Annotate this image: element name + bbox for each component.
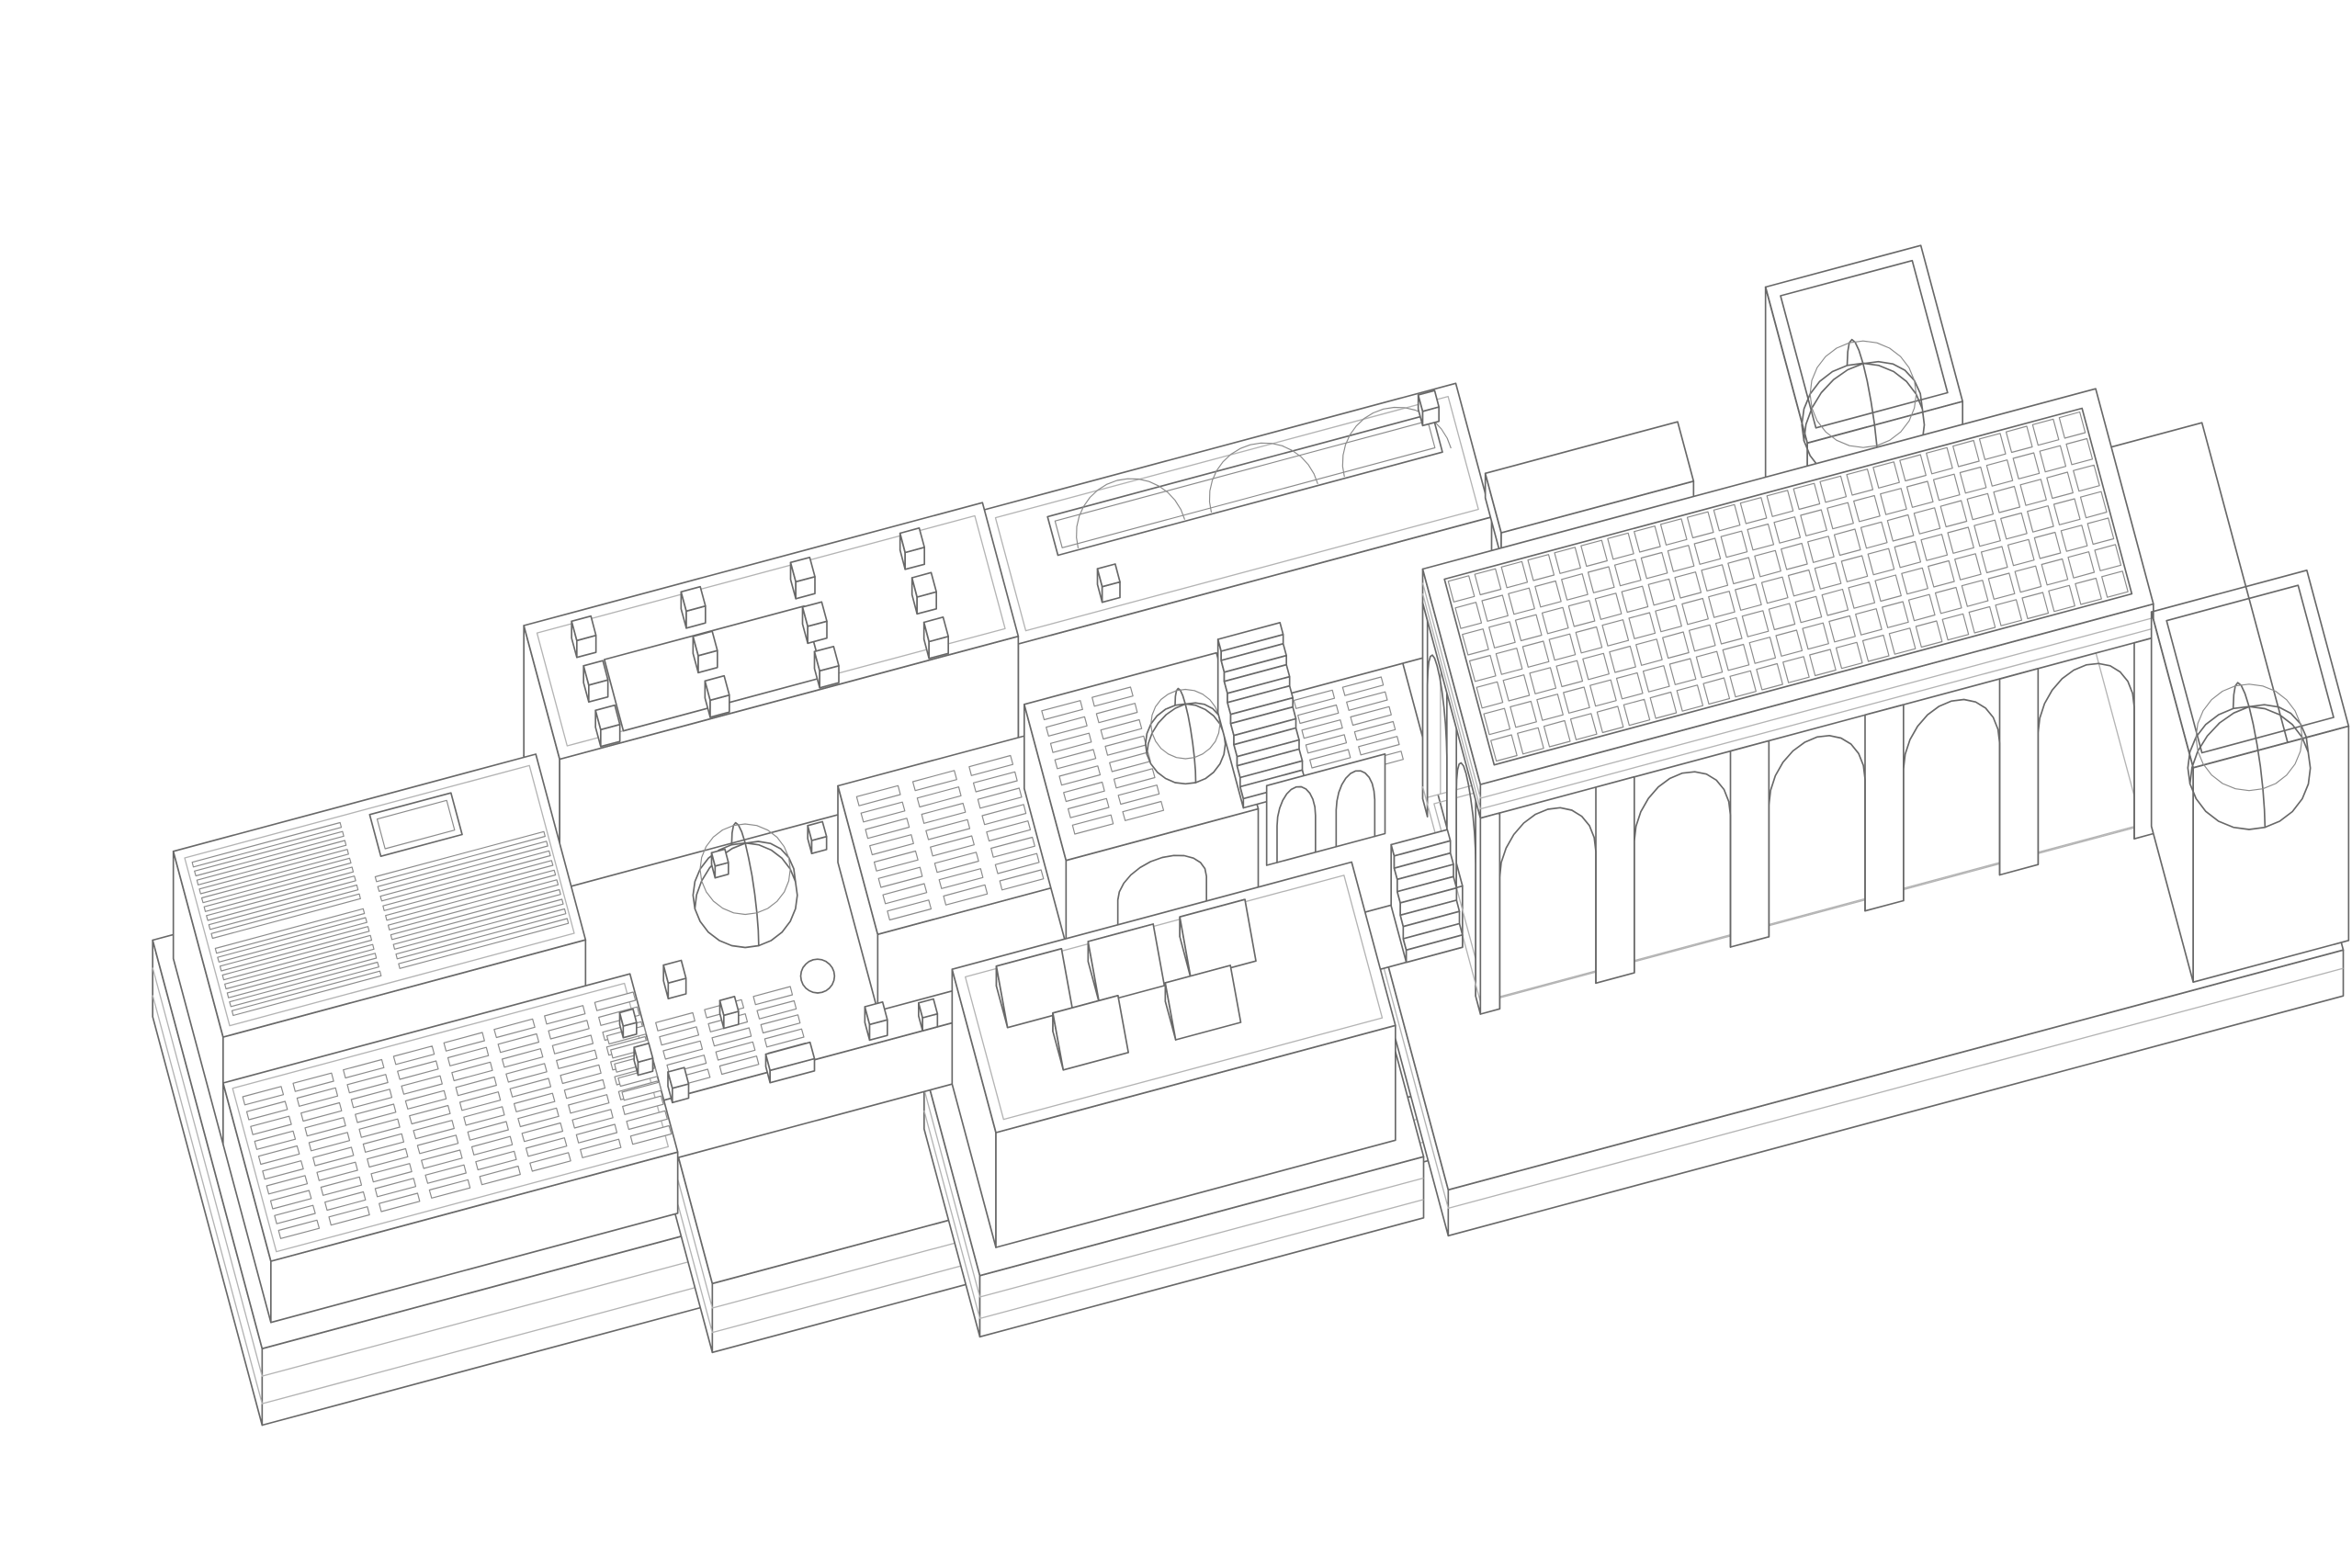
roof-hatch-door xyxy=(368,792,463,858)
roof-cube-grid xyxy=(571,526,949,748)
tower-front-dome xyxy=(2187,682,2312,830)
arch-portal xyxy=(1265,752,1386,866)
left-terrace-louvers xyxy=(242,991,673,1239)
tower-front xyxy=(2150,569,2350,984)
terrace-circle xyxy=(799,958,836,994)
hall-cornice xyxy=(1421,582,2154,1003)
roof-vault-arcs xyxy=(1076,406,1452,548)
stairs-north xyxy=(1216,622,1306,809)
left-roof-hatch-a xyxy=(191,821,361,940)
room-east-roof-louvers xyxy=(1041,686,1165,835)
terrace-dome xyxy=(692,821,798,949)
room-arch xyxy=(1116,854,1208,931)
hall-front-arcade xyxy=(1479,637,2154,1015)
roof-cubes-back xyxy=(1096,389,1441,604)
stairs-front xyxy=(1390,829,1464,964)
skylight-strip xyxy=(1046,412,1443,557)
hall-waffle-roof xyxy=(1443,407,2133,766)
roof-monitors xyxy=(995,898,1257,1071)
left-roof-hatch-c xyxy=(374,830,570,969)
left-roof-hatch-b xyxy=(214,908,382,1017)
room-west-roof-louvers xyxy=(855,754,1045,921)
